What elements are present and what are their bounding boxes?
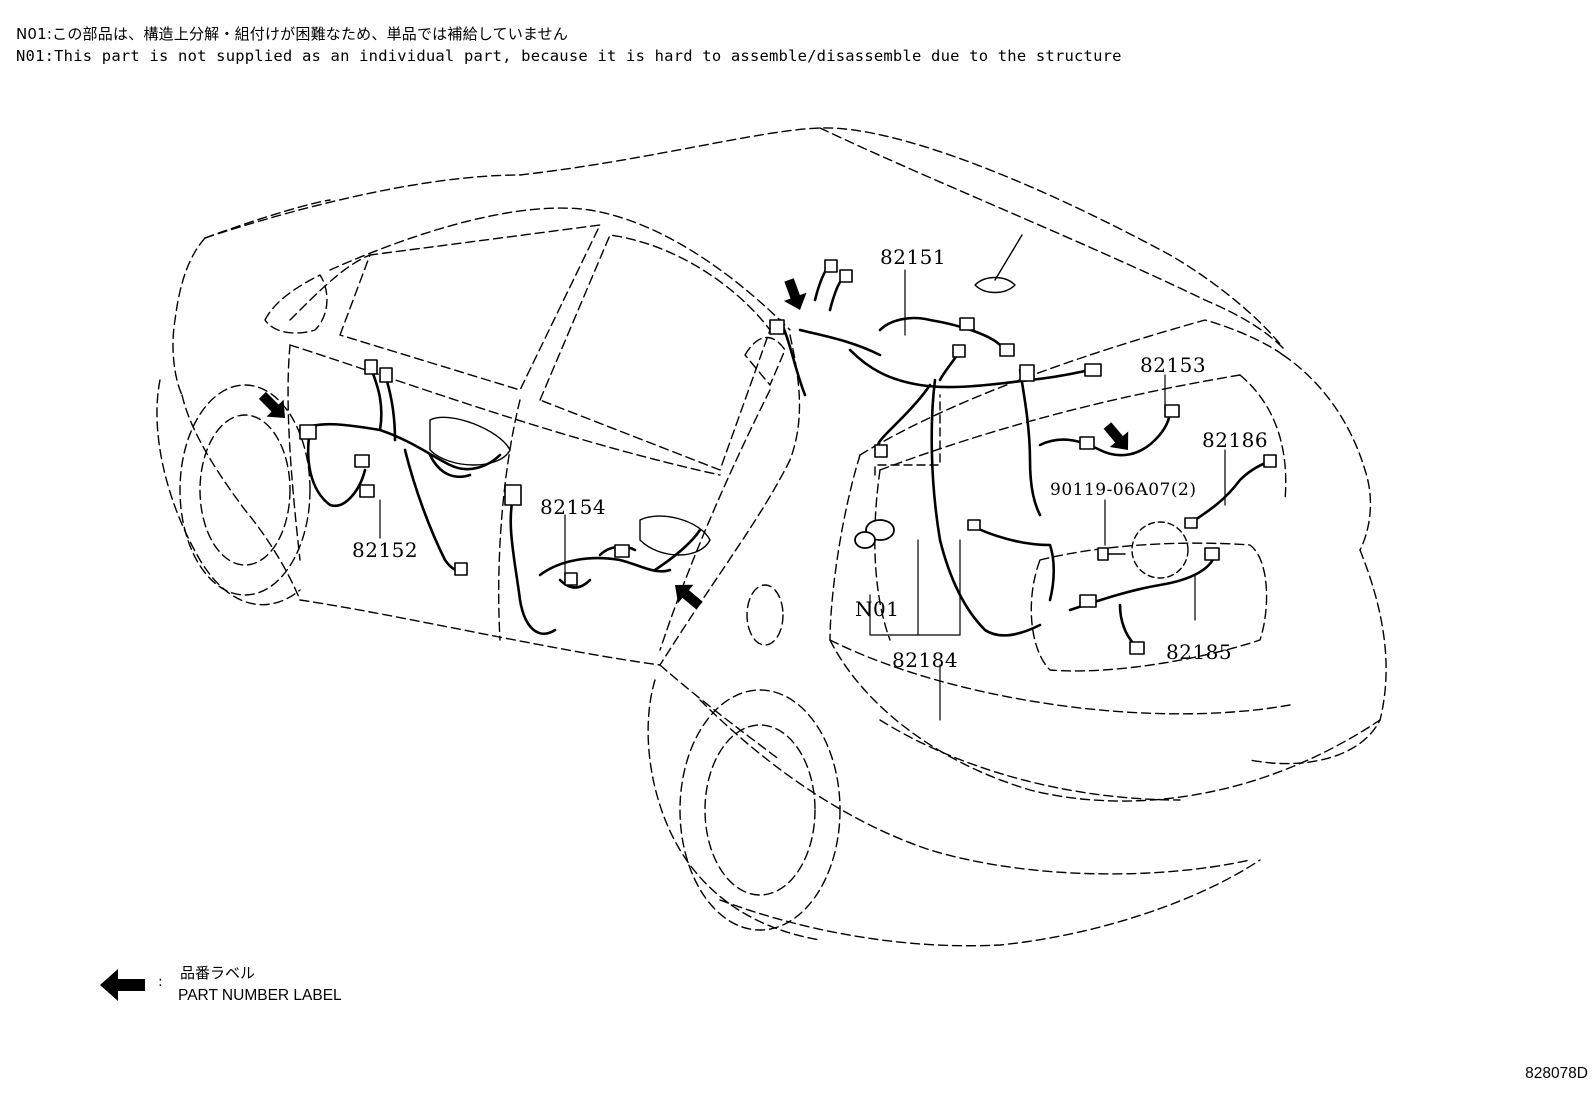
callout-82184: 82184: [892, 648, 959, 672]
left-arrow-icon: [258, 391, 285, 418]
roof-antenna: [974, 234, 1023, 294]
left-arrow-icon: [675, 584, 703, 610]
legend-separator: :: [158, 974, 163, 990]
wire-harnesses: [298, 263, 1270, 647]
callout-82153: 82153: [1140, 353, 1207, 377]
note-n01-japanese: N01:この部品は、構造上分解・組付けが困難なため、単品では補給していません: [16, 25, 569, 43]
callout-90119-06a07: 90119-06A07(2): [1050, 480, 1197, 500]
callout-82185: 82185: [1166, 640, 1233, 664]
callout-n01: N01: [855, 597, 900, 621]
callout-82154: 82154: [540, 495, 607, 519]
bracket-82151: [874, 394, 941, 476]
note-n01-english: N01:This part is not supplied as an indi…: [16, 47, 1122, 65]
callout-82186: 82186: [1202, 428, 1269, 452]
legend-arrow-icon: [100, 969, 145, 1001]
figure-id: 828078D: [1525, 1065, 1588, 1082]
bolt-90119: [1097, 547, 1126, 561]
callout-82152: 82152: [352, 538, 419, 562]
left-arrow-icon: [1103, 422, 1129, 450]
legend-label-english: PART NUMBER LABEL: [178, 987, 342, 1004]
left-arrow-icon: [783, 278, 807, 310]
front-wheel: [179, 384, 311, 596]
part-label-arrows: [258, 278, 1129, 610]
grommet-n01: [854, 519, 895, 549]
door-handles: [429, 416, 711, 556]
rear-wheel: [679, 689, 841, 931]
car-body-outline: [156, 127, 1387, 947]
bolt-location-circle: [1131, 521, 1189, 579]
leader-lines: [379, 269, 1226, 721]
callout-82151: 82151: [880, 245, 947, 269]
legend-label-japanese: 品番ラベル: [180, 964, 256, 982]
connectors: [299, 259, 1277, 655]
